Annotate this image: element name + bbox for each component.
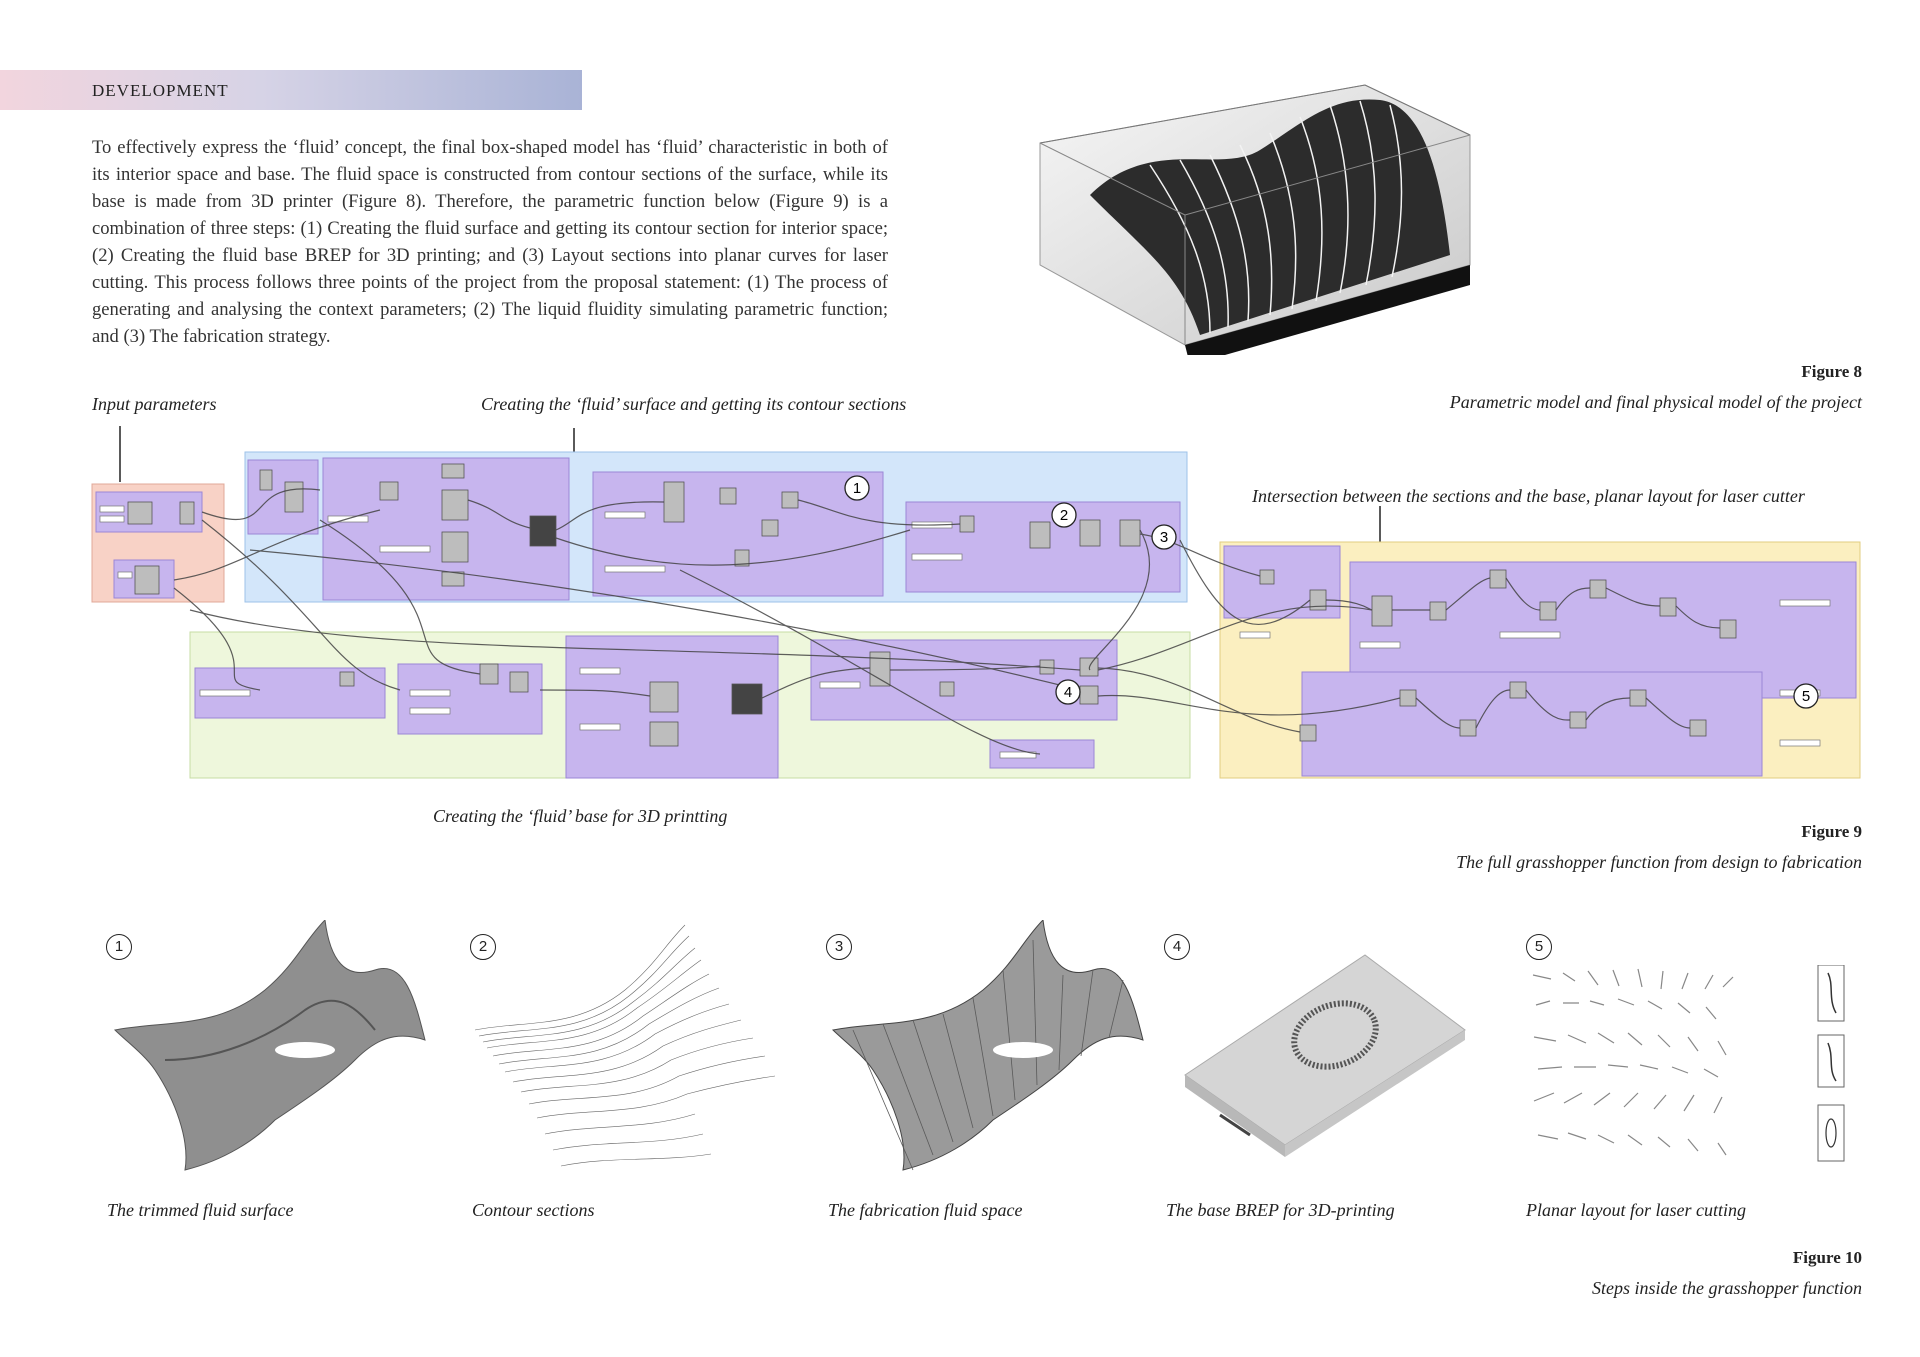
figure9-number: Figure 9 (1801, 822, 1862, 841)
step-5-image (1532, 965, 1845, 1162)
intro-paragraph: To effectively express the ‘fluid’ conce… (92, 137, 888, 347)
step-4-number: 4 (1164, 934, 1190, 960)
figure9-caption: The full grasshopper function from desig… (1456, 852, 1862, 872)
diagram-marker-2: 2 (1060, 507, 1068, 524)
figure8-caption: Parametric model and final physical mode… (1449, 392, 1862, 412)
figure10-number: Figure 10 (1792, 1248, 1862, 1267)
step-1-image (113, 920, 426, 1171)
figure8-number: Figure 8 (1801, 362, 1862, 381)
annotation-fluid-base: Creating the ‘fluid’ base for 3D printti… (433, 806, 728, 826)
step-2-number: 2 (470, 934, 496, 960)
diagram-marker-4: 4 (1064, 684, 1072, 701)
annotation-fluid-surface: Creating the ‘fluid’ surface and getting… (481, 394, 907, 414)
step-3-image (831, 920, 1144, 1171)
section-title: DEVELOPMENT (92, 81, 229, 100)
step-3-number: 3 (826, 934, 852, 960)
figure8-model-image (1039, 84, 1471, 355)
step-4-image (1184, 954, 1466, 1157)
diagram-marker-5: 5 (1802, 688, 1810, 705)
diagram-marker-3: 3 (1160, 529, 1168, 546)
step-4-caption: The base BREP for 3D-printing (1166, 1200, 1395, 1220)
step-5-caption: Planar layout for laser cutting (1526, 1200, 1746, 1220)
step-3-caption: The fabrication fluid space (828, 1200, 1023, 1220)
step-2-image (474, 924, 776, 1167)
diagram-marker-1: 1 (853, 480, 861, 497)
step-2-caption: Contour sections (472, 1200, 595, 1220)
annotation-input-parameters: Input parameters (92, 394, 217, 414)
grasshopper-diagram: 1 2 3 4 5 (91, 426, 1861, 779)
step-1-number: 1 (106, 934, 132, 960)
figure10-caption: Steps inside the grasshopper function (1592, 1278, 1862, 1298)
header-band (0, 70, 582, 110)
step-5-number: 5 (1526, 934, 1552, 960)
step-1-caption: The trimmed fluid surface (107, 1200, 294, 1220)
annotation-intersection: Intersection between the sections and th… (1252, 486, 1805, 506)
